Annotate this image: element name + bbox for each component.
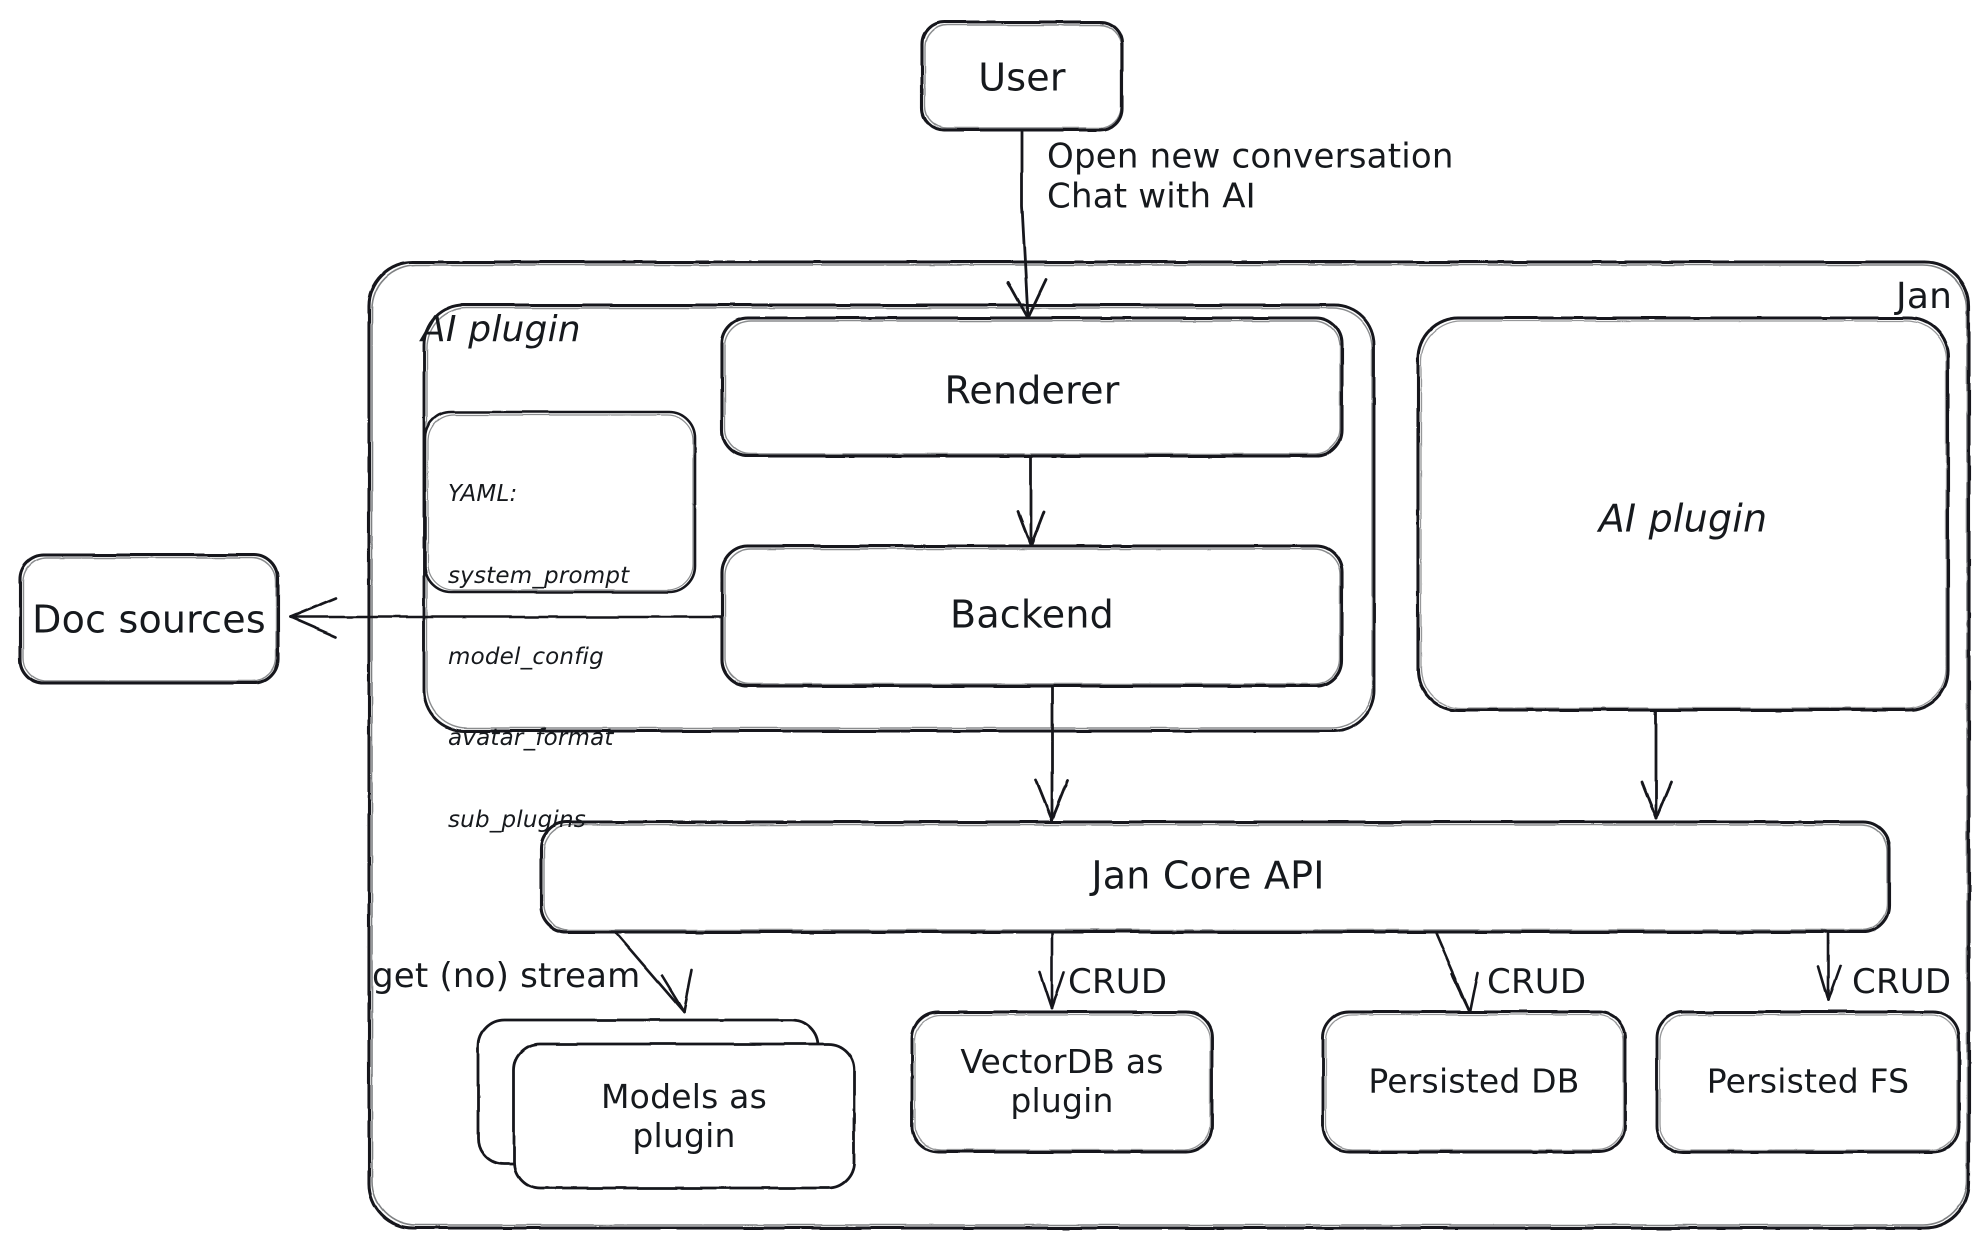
renderer-label: Renderer [944,368,1120,413]
arrow-core-api-to-persisted-db [1434,931,1480,1014]
persisted-fs-box-outline [1655,1010,1961,1154]
yaml-note-item-3: sub_plugins [448,806,586,833]
arrow-ai-plugin-to-core-api [1640,709,1673,820]
models-plugin-box-outline [476,1018,856,1190]
doc-sources-box-outline [18,553,280,685]
ai-plugin-box-outline [1416,316,1950,712]
edge-label-line-1: Open new conversation Chat with AI [1047,136,1454,217]
arrow-core-api-to-vectordb [1038,931,1066,1010]
vectordb-plugin-label: VectorDB as plugin [960,1042,1164,1120]
yaml-note-item-2: avatar_format [448,725,614,752]
arrow-core-api-to-persisted-fs [1816,931,1842,1002]
renderer-box-outline [720,316,1344,458]
jan-core-api-box-outline [539,820,1891,934]
ai-plugin-box-label: AI plugin [1598,496,1768,541]
models-plugin-label: Models as plugin [601,1077,767,1155]
arrow-user-to-renderer [1006,129,1048,320]
yaml-note-outline [423,410,697,594]
edge-label-crud-vectordb: CRUD [1068,961,1168,1002]
yaml-note-item-1: model_config [448,644,604,670]
yaml-note: YAML: system_prompt model_config avatar_… [448,427,629,888]
yaml-note-title: YAML: [448,481,518,508]
edge-label-crud-persisted-fs: CRUD [1852,961,1952,1002]
doc-sources-label: Doc sources [32,597,266,642]
edge-label-get-no-stream: get (no) stream [372,955,641,996]
yaml-note-item-0: system_prompt [448,562,630,589]
arrow-backend-to-doc-sources [288,596,724,639]
jan-core-api-label: Jan Core API [1091,853,1325,898]
user-label: User [978,55,1066,100]
arrow-renderer-to-backend [1016,455,1046,548]
persisted-db-box-outline [1321,1010,1627,1154]
arrow-backend-to-core-api [1034,685,1070,822]
vectordb-plugin-box-outline [910,1010,1214,1154]
jan-container-label: Jan [1896,275,1953,317]
backend-label: Backend [950,592,1114,637]
edge-label-user-to-renderer: Open new conversation Chat with AI [1047,57,1454,298]
edge-label-crud-persisted-db: CRUD [1487,961,1587,1002]
arrow-core-api-to-models [614,931,694,1014]
persisted-db-label: Persisted DB [1368,1061,1580,1101]
ai-plugin-group-label: AI plugin [421,308,581,350]
persisted-fs-label: Persisted FS [1706,1061,1910,1101]
